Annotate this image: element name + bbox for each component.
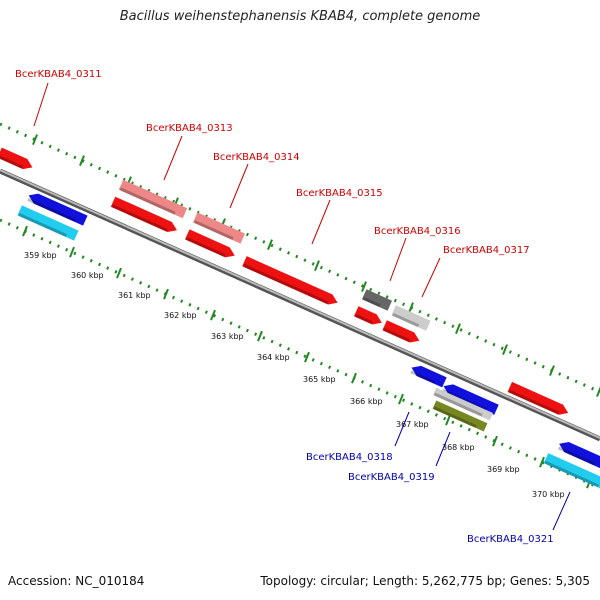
kbp-label-359: 359 kbp (24, 251, 57, 260)
tick-mark (69, 246, 75, 258)
gene-feature-0314-a[interactable] (193, 212, 245, 244)
backbone (0, 168, 600, 442)
kbp-label-365: 365 kbp (303, 375, 336, 384)
gene-feature-0321-b[interactable] (543, 453, 600, 491)
kbp-label-366: 366 kbp (350, 397, 383, 406)
tick-mark (116, 267, 122, 279)
tick-mark (267, 239, 273, 250)
gene-labels: BcerKBAB4_0311 BcerKBAB4_0313 BcerKBAB4_… (15, 69, 554, 545)
gene-features (0, 147, 600, 491)
kbp-label-364: 364 kbp (257, 353, 290, 362)
tick-mark (549, 365, 555, 376)
gene-feature-0310-a[interactable] (26, 190, 88, 226)
tick-mark (210, 309, 216, 321)
inner-tick-track (0, 218, 600, 490)
kbp-label-368: 368 kbp (442, 443, 475, 452)
outer-tick-track (0, 122, 600, 397)
outer-tick-marks (32, 134, 600, 397)
tick-mark (455, 323, 461, 334)
gene-feature-0313-b[interactable] (110, 196, 179, 236)
gene-feature-0316-b[interactable] (353, 306, 384, 327)
gene-feature-0317-a[interactable] (391, 305, 431, 331)
gene-feature-0317-b[interactable] (382, 320, 421, 346)
gene-label-0321[interactable]: BcerKBAB4_0321 (467, 534, 554, 545)
tick-mark (32, 134, 38, 146)
tick-mark (408, 302, 414, 313)
gene-feature-0313-a[interactable] (118, 179, 188, 219)
gene-label-0316[interactable]: BcerKBAB4_0316 (374, 226, 461, 237)
accession-text: Accession: NC_010184 (8, 574, 145, 588)
leader-0318 (394, 411, 410, 447)
leader-0319 (435, 431, 451, 467)
kbp-label-360: 360 kbp (71, 271, 104, 280)
leader-0315 (311, 199, 331, 245)
gene-label-leaders (33, 82, 571, 531)
tick-mark (539, 456, 545, 468)
tick-mark (22, 225, 28, 237)
leader-0311 (33, 82, 49, 127)
gene-label-0313[interactable]: BcerKBAB4_0313 (146, 123, 233, 134)
tick-mark (596, 386, 600, 397)
gene-feature-0315[interactable] (242, 256, 340, 308)
inner-tick-marks (22, 225, 592, 489)
leader-0321 (552, 491, 571, 531)
inner-dotted-track (0, 218, 600, 490)
gene-label-0315[interactable]: BcerKBAB4_0315 (296, 188, 383, 199)
tick-mark (79, 155, 85, 166)
tick-mark (257, 330, 263, 342)
genome-title: Bacillus weihenstephanensis KBAB4, compl… (119, 9, 481, 24)
backbone-highlight (0, 169, 600, 439)
kbp-label-369: 369 kbp (487, 465, 520, 474)
gene-feature-0314-b[interactable] (185, 229, 237, 260)
tick-mark (163, 288, 169, 300)
tick-mark (492, 435, 498, 447)
tick-mark (398, 393, 404, 405)
gene-label-0318[interactable]: BcerKBAB4_0318 (306, 452, 393, 463)
genome-info-text: Topology: circular; Length: 5,262,775 bp… (260, 574, 590, 588)
gene-feature-0311[interactable] (0, 147, 35, 173)
gene-feature-0321-a[interactable] (557, 439, 600, 470)
gene-feature-0310-b[interactable] (17, 205, 79, 241)
leader-0316 (389, 237, 407, 282)
gene-feature-0318[interactable] (409, 363, 447, 388)
gene-feature-0320[interactable] (507, 381, 571, 418)
leader-0317 (421, 257, 441, 298)
gene-feature-0319-b[interactable] (433, 387, 493, 421)
tick-mark (361, 281, 367, 292)
kbp-label-367: 367 kbp (396, 420, 429, 429)
tick-mark (502, 344, 508, 355)
kbp-labels: 359 kbp 360 kbp 361 kbp 362 kbp 363 kbp … (24, 251, 565, 499)
kbp-label-362: 362 kbp (164, 311, 197, 320)
gene-label-0311[interactable]: BcerKBAB4_0311 (15, 69, 102, 80)
tick-mark (351, 372, 357, 384)
tick-mark (304, 351, 310, 363)
outer-dotted-track (0, 122, 600, 394)
kbp-label-363: 363 kbp (211, 332, 244, 341)
tick-mark (314, 260, 320, 271)
kbp-label-361: 361 kbp (118, 291, 151, 300)
gene-feature-0316-a[interactable] (361, 289, 393, 311)
gene-label-0317[interactable]: BcerKBAB4_0317 (443, 245, 530, 256)
gene-label-0319[interactable]: BcerKBAB4_0319 (348, 472, 435, 483)
leader-0313 (163, 135, 183, 181)
kbp-label-370: 370 kbp (532, 490, 565, 499)
gene-feature-0319-c[interactable] (432, 400, 488, 432)
tick-mark (445, 414, 451, 426)
leader-0314 (229, 163, 249, 209)
gene-label-0314[interactable]: BcerKBAB4_0314 (213, 152, 300, 163)
